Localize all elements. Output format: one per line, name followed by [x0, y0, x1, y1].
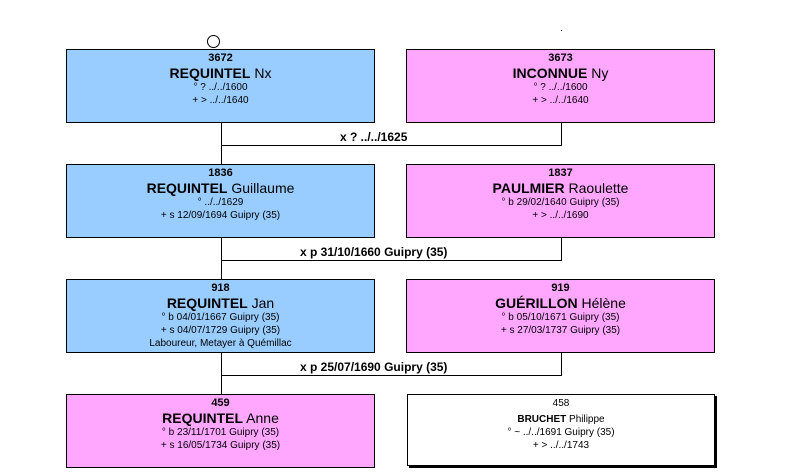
person-death: + s 12/09/1694 Guipry (35)	[160, 210, 281, 221]
person-box-919[interactable]: 919 GUÉRILLON Hélène ° b 05/10/1671 Guip…	[406, 279, 715, 353]
couple-connector-horizontal	[221, 145, 562, 146]
person-birth: ° ../../1629	[197, 197, 244, 208]
person-death: + > ../../1743	[532, 440, 590, 451]
couple-connector-horizontal	[221, 375, 562, 376]
couple-connector-horizontal	[221, 260, 562, 261]
person-birth: ° b 04/01/1667 Guipry (35)	[161, 312, 280, 323]
person-surname: REQUINTEL	[169, 65, 251, 81]
person-given-name: Guillaume	[231, 180, 295, 196]
descent-connector	[221, 260, 222, 279]
top-dot-marker	[561, 30, 562, 31]
root-circle-marker	[207, 35, 220, 48]
person-box-3672[interactable]: 3672 REQUINTEL Nx ° ? ../../1600 + > ../…	[66, 49, 375, 123]
person-box-458[interactable]: 458 BRUCHET Philippe ° ~ ../../1691 Guip…	[407, 394, 715, 466]
person-birth: ° ? ../../1600	[533, 82, 588, 93]
person-number: 3673	[548, 52, 573, 64]
descent-connector	[221, 145, 222, 164]
person-name: REQUINTEL Jan	[67, 295, 374, 311]
person-death: + s 27/03/1737 Guipry (35)	[500, 325, 621, 336]
person-birth: ° b 23/11/1701 Guipry (35)	[161, 427, 280, 438]
person-birth: ° ? ../../1600	[193, 82, 248, 93]
person-name: BRUCHET Philippe	[408, 413, 714, 426]
person-given-name: Hélène	[581, 295, 626, 311]
person-given-name: Raoulette	[568, 180, 629, 196]
person-box-1837[interactable]: 1837 PAULMIER Raoulette ° b 29/02/1640 G…	[406, 164, 715, 238]
person-number: 459	[211, 397, 230, 409]
person-name: REQUINTEL Guillaume	[67, 180, 374, 196]
person-surname: REQUINTEL	[166, 295, 248, 311]
person-box-3673[interactable]: 3673 INCONNUE Ny ° ? ../../1600 + > ../.…	[406, 49, 715, 123]
person-name: REQUINTEL Nx	[67, 65, 374, 81]
person-name: GUÉRILLON Hélène	[407, 295, 714, 311]
marriage-label: x ? ../../1625	[340, 130, 408, 144]
person-surname: REQUINTEL	[146, 180, 228, 196]
person-number: 3672	[208, 52, 233, 64]
person-birth: ° b 05/10/1671 Guipry (35)	[501, 312, 620, 323]
marriage-label: x p 25/07/1690 Guipry (35)	[300, 360, 448, 374]
person-occupation: Laboureur, Metayer à Quémillac	[149, 338, 292, 349]
person-name: INCONNUE Ny	[407, 65, 714, 81]
person-surname: GUÉRILLON	[495, 295, 578, 311]
couple-connector-left	[221, 353, 222, 375]
person-number: 1837	[548, 167, 573, 179]
person-surname: PAULMIER	[492, 180, 565, 196]
person-death: + s 16/05/1734 Guipry (35)	[160, 440, 281, 451]
person-box-1836[interactable]: 1836 REQUINTEL Guillaume ° ../../1629 + …	[66, 164, 375, 238]
couple-connector-left	[221, 238, 222, 260]
couple-connector-right	[561, 353, 562, 375]
person-given-name: Nx	[254, 65, 272, 81]
person-death: + > ../../1690	[532, 210, 589, 221]
person-birth: ° b 29/02/1640 Guipry (35)	[501, 197, 620, 208]
person-surname: BRUCHET	[517, 414, 567, 425]
person-surname: INCONNUE	[512, 65, 588, 81]
person-given-name: Anne	[246, 410, 279, 426]
person-surname: REQUINTEL	[162, 410, 244, 426]
couple-connector-left	[221, 123, 222, 145]
person-name: REQUINTEL Anne	[67, 410, 374, 426]
couple-connector-right	[561, 238, 562, 260]
person-number: 918	[211, 282, 230, 294]
person-birth: ° ~ ../../1691 Guipry (35)	[507, 427, 615, 438]
person-given-name: Philippe	[569, 414, 605, 425]
person-given-name: Ny	[591, 65, 609, 81]
person-name: PAULMIER Raoulette	[407, 180, 714, 196]
marriage-label: x p 31/10/1660 Guipry (35)	[300, 245, 448, 259]
person-death: + s 04/07/1729 Guipry (35)	[160, 325, 281, 336]
person-number: 919	[551, 282, 570, 294]
person-number: 1836	[208, 167, 233, 179]
person-death: + > ../../1640	[532, 95, 589, 106]
person-box-459[interactable]: 459 REQUINTEL Anne ° b 23/11/1701 Guipry…	[66, 394, 375, 468]
person-box-918[interactable]: 918 REQUINTEL Jan ° b 04/01/1667 Guipry …	[66, 279, 375, 353]
person-given-name: Jan	[251, 295, 275, 311]
person-number: 458	[552, 398, 570, 409]
couple-connector-right	[561, 123, 562, 145]
person-death: + > ../../1640	[192, 95, 249, 106]
descent-connector	[221, 375, 222, 394]
